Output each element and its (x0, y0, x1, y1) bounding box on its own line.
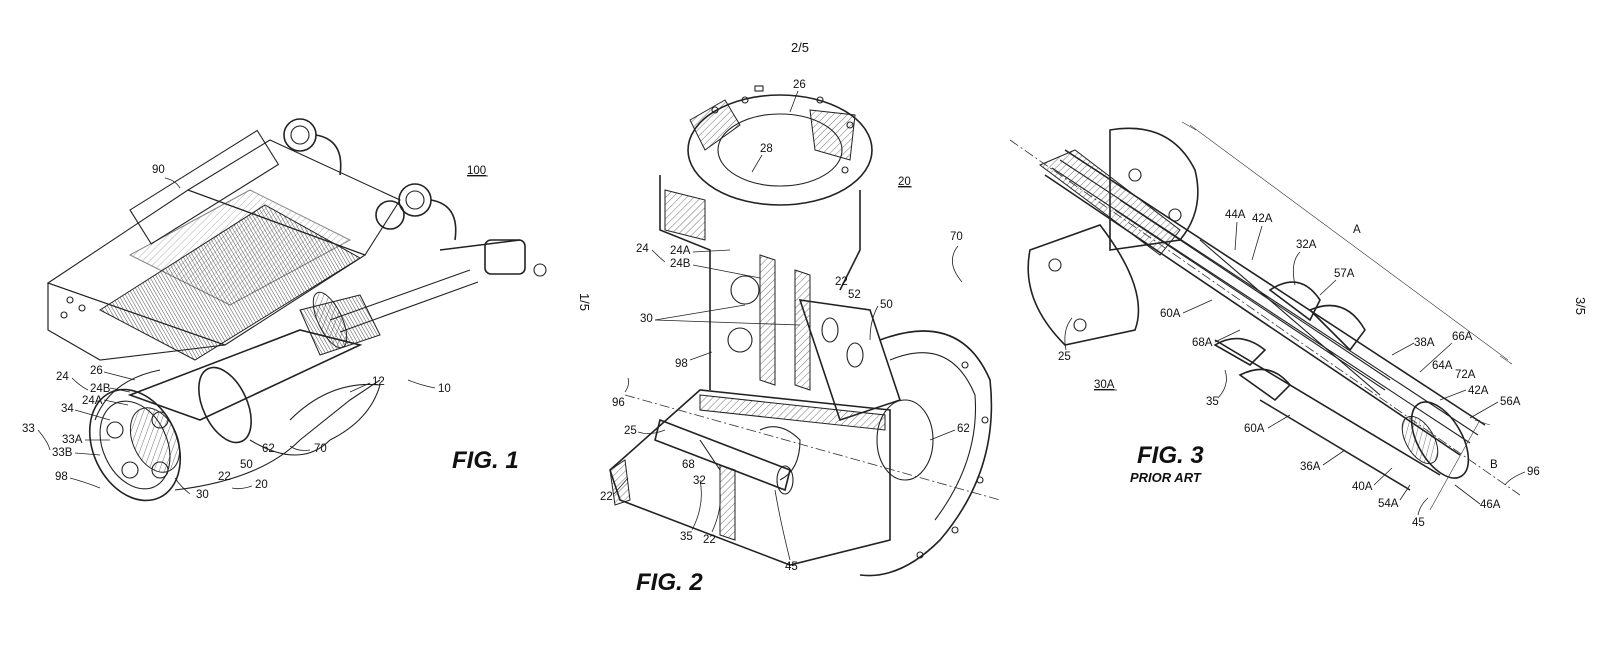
fig3-label-25: 25 (1058, 351, 1071, 363)
fig3-label-45: 45 (1412, 517, 1425, 529)
figure-1-drawing (46, 118, 547, 502)
fig3-label-42A-top: 42A (1252, 213, 1273, 225)
fig1-label-24: 24 (56, 371, 69, 383)
page-number: 2/5 (791, 40, 809, 55)
fig1-label-33A: 33A (62, 434, 83, 446)
fig3-label-38A: 38A (1414, 337, 1435, 349)
fig3-label-30A: 30A (1094, 379, 1115, 391)
fig2-label-20: 20 (898, 176, 911, 188)
fig2-label-22: 22 (835, 276, 848, 288)
fig2-label-28: 28 (760, 143, 773, 155)
fig2-label-96: 96 (612, 397, 625, 409)
fig1-label-33B: 33B (52, 447, 73, 459)
fig3-label-32A: 32A (1296, 239, 1317, 251)
fig3-label-42A: 42A (1468, 385, 1489, 397)
fig3-label-60A-top: 60A (1160, 308, 1181, 320)
fig2-label-22-left: 22 (600, 491, 613, 503)
page-mark-left: 1/5 (577, 293, 592, 311)
fig1-label-100: 100 (467, 165, 486, 177)
fig1-label-33: 33 (22, 423, 35, 435)
fig2-label-68: 68 (682, 459, 695, 471)
figure-3-drawing (1009, 121, 1521, 511)
fig1-title: FIG. 1 (452, 447, 519, 474)
fig3-subtitle: PRIOR ART (1130, 470, 1202, 485)
fig1-label-22: 22 (218, 471, 231, 483)
fig2-title: FIG. 2 (636, 569, 703, 596)
fig1-label-70: 70 (314, 443, 327, 455)
fig2-label-70: 70 (950, 231, 963, 243)
figure-3-labels: A 44A 42A 32A 57A 60A 68A 25 30A 35 38A … (1058, 209, 1540, 529)
fig2-label-52: 52 (848, 289, 861, 301)
fig3-label-68A: 68A (1192, 337, 1213, 349)
fig2-label-24B: 24B (670, 258, 691, 270)
fig3-label-B: B (1490, 459, 1498, 471)
fig1-label-26: 26 (90, 365, 103, 377)
fig1-label-30: 30 (196, 489, 209, 501)
fig2-label-26: 26 (793, 79, 806, 91)
fig3-label-56A: 56A (1500, 396, 1521, 408)
fig1-label-90: 90 (152, 164, 165, 176)
fig1-label-34: 34 (61, 403, 74, 415)
fig1-label-62: 62 (262, 443, 275, 455)
fig1-label-98: 98 (55, 471, 68, 483)
figure-2-drawing (609, 85, 1001, 577)
fig3-label-60A-bottom: 60A (1244, 423, 1265, 435)
fig1-label-12: 12 (372, 376, 385, 388)
fig2-label-98: 98 (675, 358, 688, 370)
fig3-label-64A: 64A (1432, 360, 1453, 372)
fig2-label-50: 50 (880, 299, 893, 311)
fig1-label-24A: 24A (82, 395, 103, 407)
fig2-label-24A: 24A (670, 245, 691, 257)
fig3-label-A: A (1353, 224, 1361, 236)
fig1-label-20: 20 (255, 479, 268, 491)
fig2-label-45: 45 (785, 561, 798, 573)
fig2-label-30: 30 (640, 313, 653, 325)
figure-2-labels: 26 28 20 70 24 24A 24B 22 52 50 30 98 96… (600, 79, 970, 596)
fig3-label-72A: 72A (1455, 369, 1476, 381)
fig2-label-35: 35 (680, 531, 693, 543)
fig1-label-50: 50 (240, 459, 253, 471)
fig3-title: FIG. 3 (1137, 442, 1204, 469)
fig2-label-22-bottom: 22 (703, 534, 716, 546)
fig1-label-10: 10 (438, 383, 451, 395)
fig3-label-57A: 57A (1334, 268, 1355, 280)
fig3-label-66A: 66A (1452, 331, 1473, 343)
fig2-label-24: 24 (636, 243, 649, 255)
fig2-label-25: 25 (624, 425, 637, 437)
fig3-label-36A: 36A (1300, 461, 1321, 473)
page-mark-right: 3/5 (1573, 297, 1588, 315)
fig2-label-62: 62 (957, 423, 970, 435)
fig3-label-46A: 46A (1480, 499, 1501, 511)
figure-1-labels: 90 100 24 24B 24A 26 34 33 33A 33B 98 50… (22, 164, 519, 501)
fig3-label-54A: 54A (1378, 498, 1399, 510)
fig1-label-24B: 24B (90, 383, 111, 395)
fig3-label-35: 35 (1206, 396, 1219, 408)
fig3-label-96: 96 (1527, 466, 1540, 478)
fig2-label-32: 32 (693, 475, 706, 487)
fig3-label-40A: 40A (1352, 481, 1373, 493)
fig3-label-44A: 44A (1225, 209, 1246, 221)
